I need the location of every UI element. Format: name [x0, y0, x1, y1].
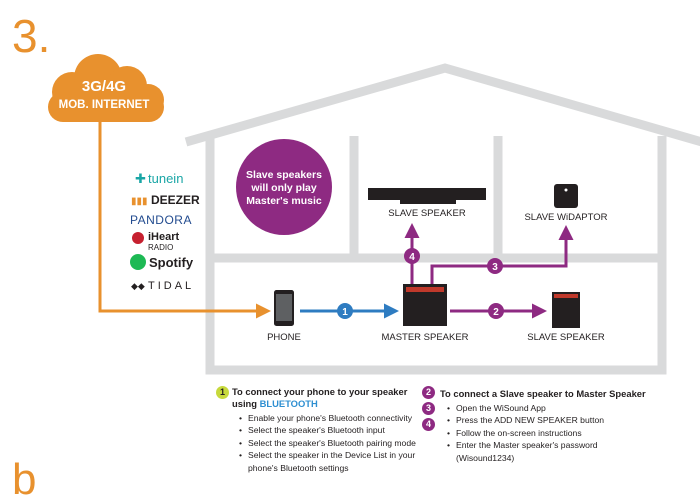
widaptor-icon [554, 184, 578, 208]
list-item: Select the speaker's Bluetooth input [239, 424, 432, 437]
callout-line1: Slave speakers [246, 169, 322, 181]
service-spotify: Spotify [149, 255, 194, 270]
instr-badge-1: 1 [216, 386, 229, 399]
instructions-bluetooth: To connect your phone to your speaker us… [232, 386, 432, 474]
instr-right-list: Open the WiSound App Press the ADD NEW S… [440, 402, 690, 464]
bluetooth-accent: BLUETOOTH [259, 398, 318, 409]
service-pandora: PANDORA [130, 213, 192, 227]
badge-three [487, 258, 503, 274]
cloud-line2: MOB. INTERNET [59, 99, 150, 111]
slave-speaker-icon [552, 292, 580, 328]
badge-one-label: 1 [342, 307, 348, 318]
house [184, 63, 700, 375]
service-logos: ✚ tunein ▮▮▮ DEEZER PANDORA iHeart RADIO… [130, 171, 200, 292]
badge-four [404, 248, 420, 264]
label-phone: PHONE [267, 332, 301, 343]
label-slave-top: SLAVE SPEAKER [388, 208, 466, 219]
service-tidal: TIDAL [148, 280, 194, 292]
service-iheart-radio: RADIO [148, 243, 173, 252]
label-slave-right: SLAVE SPEAKER [527, 332, 605, 343]
list-item: Open the WiSound App [447, 402, 690, 415]
instr-left-list: Enable your phone's Bluetooth connectivi… [232, 412, 432, 474]
badge-bluetooth [337, 303, 353, 319]
list-item: Press the ADD NEW SPEAKER button [447, 414, 690, 427]
list-item-continued: phone's Bluetooth settings [248, 462, 349, 473]
callout-line3: Master's music [246, 195, 322, 207]
badge-four-label: 4 [409, 252, 415, 263]
label-widaptor: SLAVE WiDAPTOR [524, 212, 607, 223]
list-item: Select the speaker in the Device List in… [239, 449, 432, 462]
deezer-icon: ▮▮▮ [131, 196, 148, 207]
list-item: Enable your phone's Bluetooth connectivi… [239, 412, 432, 425]
list-item: Follow the on-screen instructions [447, 427, 690, 440]
panel-letter: b [12, 455, 36, 503]
list-item-continued: (Wisound1234) [456, 452, 515, 463]
service-tunein: tunein [148, 171, 183, 186]
internet-connection-line [98, 122, 271, 319]
label-master: MASTER SPEAKER [381, 332, 468, 343]
badge-two [488, 303, 504, 319]
tunein-icon: ✚ [135, 171, 146, 186]
instr-badge-2: 2 [422, 386, 435, 399]
phone-icon [274, 290, 294, 326]
instr-left-heading: To connect your phone to your speaker us… [232, 386, 408, 409]
instr-badge-4: 4 [422, 418, 435, 431]
badge-two-label: 2 [493, 307, 499, 318]
master-speaker-icon [403, 284, 447, 326]
cloud-icon [48, 54, 164, 122]
iheart-icon [132, 232, 144, 244]
instr-right-heading: To connect a Slave speaker to Master Spe… [440, 388, 646, 399]
badge-three-label: 3 [492, 262, 498, 273]
tidal-icon: ◆◆ [131, 281, 145, 291]
step-number: 3. [12, 10, 50, 62]
service-deezer: DEEZER [151, 193, 200, 207]
instr-badge-3: 3 [422, 402, 435, 415]
soundbar-icon [368, 188, 486, 204]
list-item: Select the speaker's Bluetooth pairing m… [239, 437, 432, 450]
instructions-slave: To connect a Slave speaker to Master Spe… [440, 388, 690, 464]
callout-bubble [236, 139, 332, 235]
list-item: Enter the Master speaker's password [447, 439, 690, 452]
service-iheart: iHeart [148, 231, 180, 243]
spotify-icon [130, 254, 146, 270]
callout-line2: will only play [250, 182, 317, 194]
cloud-line1: 3G/4G [82, 78, 126, 95]
